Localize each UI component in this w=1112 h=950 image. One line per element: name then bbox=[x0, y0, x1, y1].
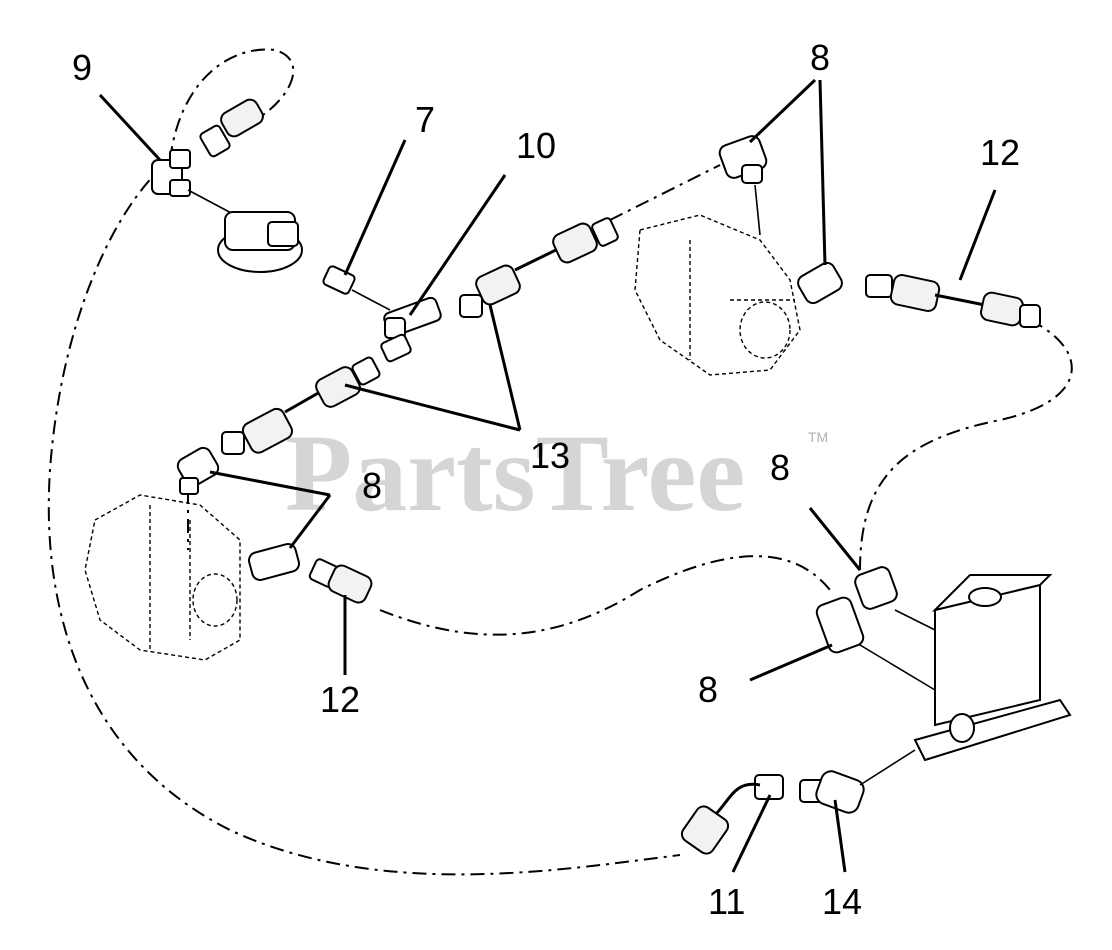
callout-8-left: 8 bbox=[362, 465, 382, 506]
elbow-fitting-8-left-upper bbox=[176, 446, 220, 495]
callout-10: 10 bbox=[516, 125, 556, 166]
hose-12-top-right bbox=[865, 274, 1041, 328]
fitting-7 bbox=[322, 265, 356, 295]
callout-11: 11 bbox=[708, 881, 745, 922]
callout-8-lower-right: 8 bbox=[698, 669, 718, 710]
watermark-text: PartsTree bbox=[285, 412, 745, 534]
hydraulic-pump-upper bbox=[634, 214, 801, 376]
tee-fitting-10 bbox=[383, 296, 442, 339]
callout-13: 13 bbox=[530, 435, 570, 476]
watermark-tm: TM bbox=[808, 429, 828, 445]
elbow-fitting-8-right bbox=[797, 261, 843, 305]
callout-7: 7 bbox=[415, 99, 435, 140]
hose-13-upper bbox=[459, 217, 619, 318]
hose-11 bbox=[680, 774, 784, 855]
callout-8-top: 8 bbox=[810, 37, 830, 78]
adapter-fitting bbox=[380, 333, 412, 363]
hose-end-9 bbox=[199, 98, 264, 158]
elbow-fitting-8-mid-right bbox=[854, 566, 898, 610]
fuel-filter-head bbox=[217, 211, 303, 273]
callout-12-bottom: 12 bbox=[320, 679, 360, 720]
callout-9: 9 bbox=[72, 47, 92, 88]
elbow-fitting-8-lower-right bbox=[815, 596, 865, 654]
elbow-fitting-8-left-lower bbox=[247, 543, 301, 581]
callout-12-top-right: 12 bbox=[980, 132, 1020, 173]
hose-13-lower bbox=[221, 356, 381, 455]
elbow-fitting-9 bbox=[151, 149, 191, 197]
hydraulic-reservoir bbox=[913, 574, 1072, 762]
callout-14: 14 bbox=[822, 881, 862, 922]
leader-lines bbox=[98, 78, 997, 873]
elbow-fitting-8-top bbox=[718, 135, 768, 184]
hydraulic-pump-lower bbox=[84, 494, 241, 661]
hose-12-bottom bbox=[308, 558, 373, 604]
callout-8-mid-right: 8 bbox=[770, 447, 790, 488]
hose-routing-lines bbox=[47, 48, 1073, 876]
elbow-fitting-14 bbox=[799, 770, 865, 814]
